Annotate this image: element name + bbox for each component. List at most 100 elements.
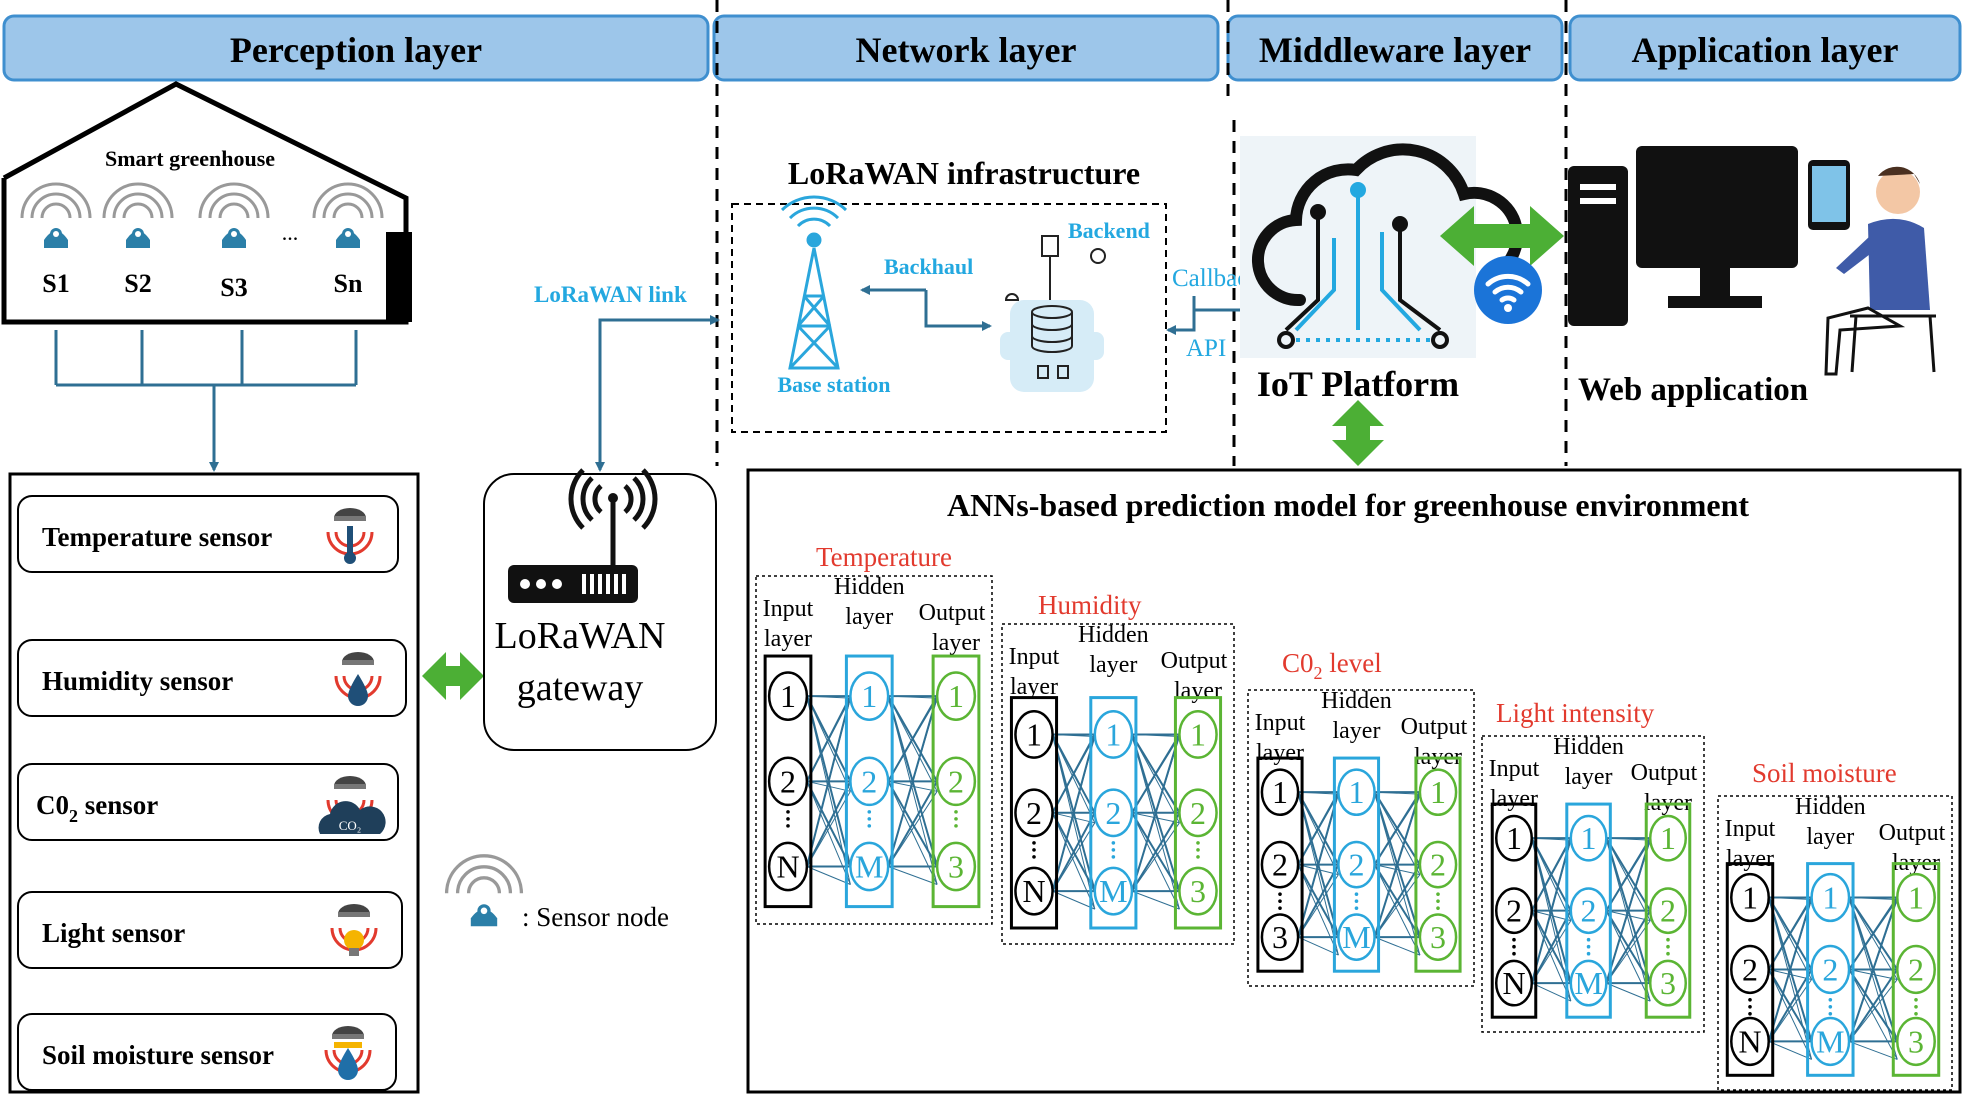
ann-edge (1768, 897, 1813, 1060)
hidden-neuron (1569, 887, 1608, 935)
sensor-name: Humidity sensor (42, 666, 233, 696)
sensor-card (17, 1013, 397, 1091)
ellipsis-dot (954, 817, 958, 821)
ann-edge (1605, 910, 1651, 1002)
layer-separators (715, 0, 1568, 466)
input-neuron (1014, 788, 1054, 838)
greenhouse-wiring (54, 330, 358, 472)
output-neuron-label: 1 (948, 678, 964, 714)
input-neuron (1730, 872, 1770, 923)
base-station-label: Base station (777, 372, 890, 397)
output-neuron-label: 2 (1190, 795, 1206, 831)
ann-edge (806, 791, 851, 867)
ann-edge (1605, 838, 1651, 1002)
ellipsis-dot (1828, 997, 1833, 1002)
ellipsis-dot (1111, 855, 1116, 859)
ann-edge (1605, 910, 1652, 984)
ann-network-box (1247, 689, 1475, 987)
thermometer-icon (326, 508, 374, 564)
ann-edge (1530, 910, 1572, 984)
ann-edge (1848, 899, 1898, 970)
input-layer-column (1009, 696, 1059, 930)
hidden-neuron-label: M (1816, 1023, 1844, 1059)
hidden-neuron (1337, 840, 1376, 889)
iot-platform-label: IoT Platform (1257, 364, 1459, 404)
ann-edge (1768, 899, 1813, 970)
ann-edge (1374, 794, 1421, 938)
greenhouse-title: Smart greenhouse (105, 146, 275, 171)
ann-edge (1131, 812, 1181, 892)
perception-layer-label: Perception layer (230, 30, 482, 70)
output-neuron (1418, 840, 1458, 889)
input-neuron-label: N (776, 849, 799, 885)
ann-edge (1848, 899, 1898, 1042)
input-layer-column (1256, 756, 1304, 973)
sensor-list-item: Soil moisture sensor (17, 1013, 397, 1091)
humidity-drop-icon (334, 652, 382, 706)
sensor-name: Light sensor (42, 918, 185, 948)
hidden-neuron (1810, 944, 1851, 995)
hidden-layer-column (1806, 862, 1855, 1077)
hidden-neuron-label: 2 (1581, 893, 1597, 929)
ann-edge (1374, 793, 1421, 865)
output-neuron (1418, 768, 1458, 817)
backend-label: Backend (1068, 218, 1150, 243)
ellipsis-dot (867, 817, 872, 821)
ann-edge (1605, 840, 1651, 984)
sensor-card (17, 763, 399, 841)
ann-edge (1052, 736, 1096, 892)
hidden-neuron-label: M (1342, 919, 1370, 955)
output-neuron-label: 3 (948, 849, 964, 885)
sensor-node-icon (198, 182, 270, 248)
hidden-neuron-label: M (1099, 873, 1127, 909)
sensor-card (17, 639, 407, 717)
hidden-layer-column (844, 654, 894, 909)
input-layer-column (763, 654, 813, 909)
ellipsis-dot (1586, 944, 1591, 949)
lorawan-infrastructure: LoRaWAN infrastructure Base station Back… (731, 155, 1167, 433)
hidden-neuron-label: 1 (861, 678, 877, 714)
input-neuron-label: 1 (1272, 774, 1288, 810)
ellipsis-dot (1512, 951, 1516, 956)
panel-gateway-arrow (422, 652, 484, 700)
sensor-name: Soil moisture sensor (42, 1040, 274, 1070)
gateway-box (483, 473, 717, 751)
ellipsis-dot (1354, 899, 1359, 903)
api-label: API (1186, 335, 1226, 362)
ellipsis-dot (1032, 841, 1036, 845)
ann-edge (1768, 1040, 1812, 1060)
ellipsis-dot (1032, 848, 1036, 852)
hidden-neuron-label: 1 (1581, 820, 1597, 856)
output-neuron (1896, 1016, 1936, 1067)
output-layer-column (1891, 862, 1941, 1077)
hidden-neuron (1569, 814, 1608, 862)
network-layer-header (712, 14, 1220, 82)
hidden-neuron (1337, 913, 1376, 961)
ann-edge (1768, 969, 1813, 1060)
ellipsis-dot (1586, 951, 1591, 956)
ann-edge (1531, 910, 1571, 922)
output-neuron-label: 1 (1190, 716, 1206, 752)
hidden-layer-column (1089, 696, 1138, 930)
ellipsis-dot (786, 824, 790, 828)
input-neuron (1260, 913, 1300, 961)
hidden-neuron (849, 841, 890, 892)
ann-edge (1768, 896, 1812, 900)
ann-edge (1768, 968, 1812, 980)
output-neuron-label: 1 (1660, 820, 1676, 856)
ann-edge (1531, 838, 1572, 1002)
sensor-node-icon (444, 854, 524, 927)
output-layer-column (1644, 802, 1692, 1019)
hidden-neuron-label: 2 (861, 763, 877, 799)
ann-edge (1768, 899, 1813, 1042)
hidden-neuron (1569, 959, 1608, 1007)
sensor-node-icon (102, 182, 174, 248)
ann-edge (806, 780, 851, 792)
ellipsis-dot (1436, 899, 1440, 903)
sensor-ellipsis: ... (282, 220, 299, 245)
output-layer-column (1173, 696, 1223, 930)
hidden-neuron-label: 2 (1348, 847, 1364, 883)
